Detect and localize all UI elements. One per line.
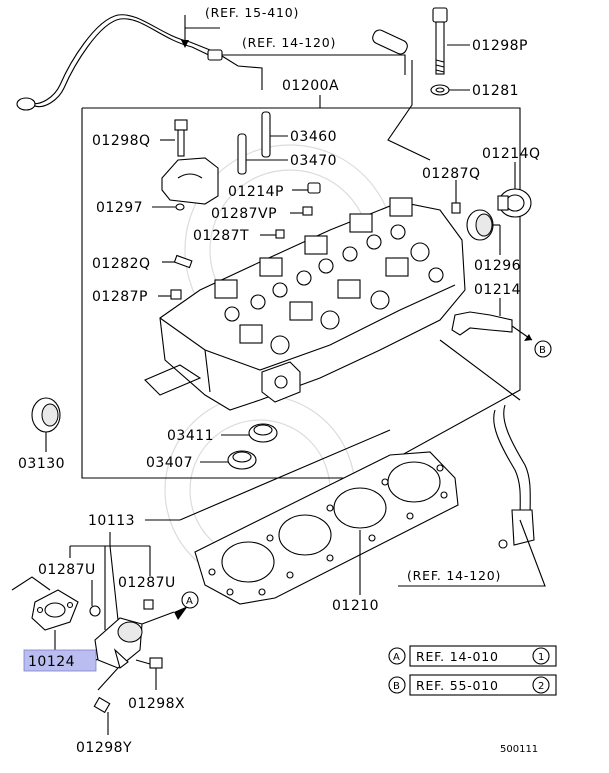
label-01287U-right[interactable]: 01287U: [118, 575, 176, 591]
cylinder-head: [144, 197, 466, 411]
svg-text:B: B: [539, 345, 546, 356]
label-03407[interactable]: 03407: [146, 455, 193, 471]
bracket-01297: [161, 157, 219, 205]
pin-03460: [261, 111, 271, 158]
legend-A-ref[interactable]: REF. 14-010: [416, 649, 499, 664]
callout-A-housing[interactable]: A: [181, 591, 199, 609]
label-03460[interactable]: 03460: [290, 129, 337, 145]
svg-text:A: A: [186, 596, 193, 607]
legend-B-ref[interactable]: REF. 55-010: [416, 678, 499, 693]
bolt-01298P-head: [432, 7, 448, 23]
water-hose: [493, 409, 521, 521]
ref-14-120-bottom-label[interactable]: (REF. 14-120): [407, 568, 501, 583]
plug-01287P: [170, 289, 182, 300]
gasket-10124: [31, 589, 79, 631]
label-03411[interactable]: 03411: [167, 428, 214, 444]
svg-text:2: 2: [538, 681, 544, 692]
seal-03130: [31, 397, 61, 433]
label-10113[interactable]: 10113: [88, 513, 135, 529]
label-01298Q[interactable]: 01298Q: [92, 133, 151, 149]
svg-text:B: B: [393, 681, 400, 692]
label-01287T[interactable]: 01287T: [193, 228, 249, 244]
label-01200A[interactable]: 01200A: [282, 78, 339, 94]
legend-row-B: B REF. 55-010 2: [388, 674, 557, 696]
plug-01287U-left: [89, 605, 101, 617]
label-01298X[interactable]: 01298X: [128, 696, 185, 712]
hose-eyelet: [16, 97, 36, 111]
ref-15-410-label[interactable]: (REF. 15-410): [205, 5, 299, 20]
bolt-01298X: [149, 657, 163, 669]
highlight-10124: [23, 649, 97, 672]
seal-03407: [227, 450, 257, 470]
label-01287VP[interactable]: 01287VP: [211, 206, 277, 222]
head-gasket-01210: [194, 451, 459, 605]
label-01214[interactable]: 01214: [474, 282, 521, 298]
svg-text:1: 1: [538, 652, 544, 663]
callout-B-pipe[interactable]: B: [534, 340, 552, 358]
ref-14-120-top-label[interactable]: (REF. 14-120): [242, 35, 336, 50]
plug-01287T: [275, 229, 285, 239]
thermostat-housing-10113: [94, 617, 143, 669]
pin-03470: [237, 133, 247, 175]
label-01287Q[interactable]: 01287Q: [422, 166, 481, 182]
pipe-01214: [451, 311, 513, 336]
label-01214Q[interactable]: 01214Q: [482, 146, 541, 162]
cap-01214Q: [497, 188, 532, 218]
sleeve-part: [372, 29, 408, 55]
plug-01287Q: [451, 202, 461, 214]
legend-row-A: A REF. 14-010 1: [388, 645, 557, 667]
figure-id: 500111: [500, 744, 538, 755]
label-01287U-left[interactable]: 01287U: [38, 562, 96, 578]
plug-01296: [466, 209, 494, 241]
label-10124[interactable]: 10124: [28, 654, 75, 670]
label-01281[interactable]: 01281: [472, 83, 519, 99]
stud-01282Q: [173, 254, 193, 269]
bolt-01298P-shank: [435, 21, 445, 75]
plug-01287VP: [302, 206, 313, 216]
label-01210[interactable]: 01210: [332, 598, 379, 614]
label-01287P[interactable]: 01287P: [92, 289, 148, 305]
label-01214P[interactable]: 01214P: [228, 184, 284, 200]
assembly-frame: [81, 107, 521, 479]
label-01297[interactable]: 01297: [96, 200, 143, 216]
label-01298Y[interactable]: 01298Y: [76, 740, 132, 756]
label-01296[interactable]: 01296: [474, 258, 521, 274]
plug-01287U-right: [143, 599, 154, 610]
seal-03411: [248, 423, 278, 443]
breather-hose: [27, 14, 216, 104]
svg-text:A: A: [393, 652, 400, 663]
bolt-01298Q: [174, 119, 188, 131]
label-03470[interactable]: 03470: [290, 153, 337, 169]
fitting-01214P: [307, 182, 321, 194]
label-01282Q[interactable]: 01282Q: [92, 256, 151, 272]
label-03130[interactable]: 03130: [18, 456, 65, 472]
label-01298P[interactable]: 01298P: [472, 38, 528, 54]
bolt-01298Y: [93, 696, 111, 714]
